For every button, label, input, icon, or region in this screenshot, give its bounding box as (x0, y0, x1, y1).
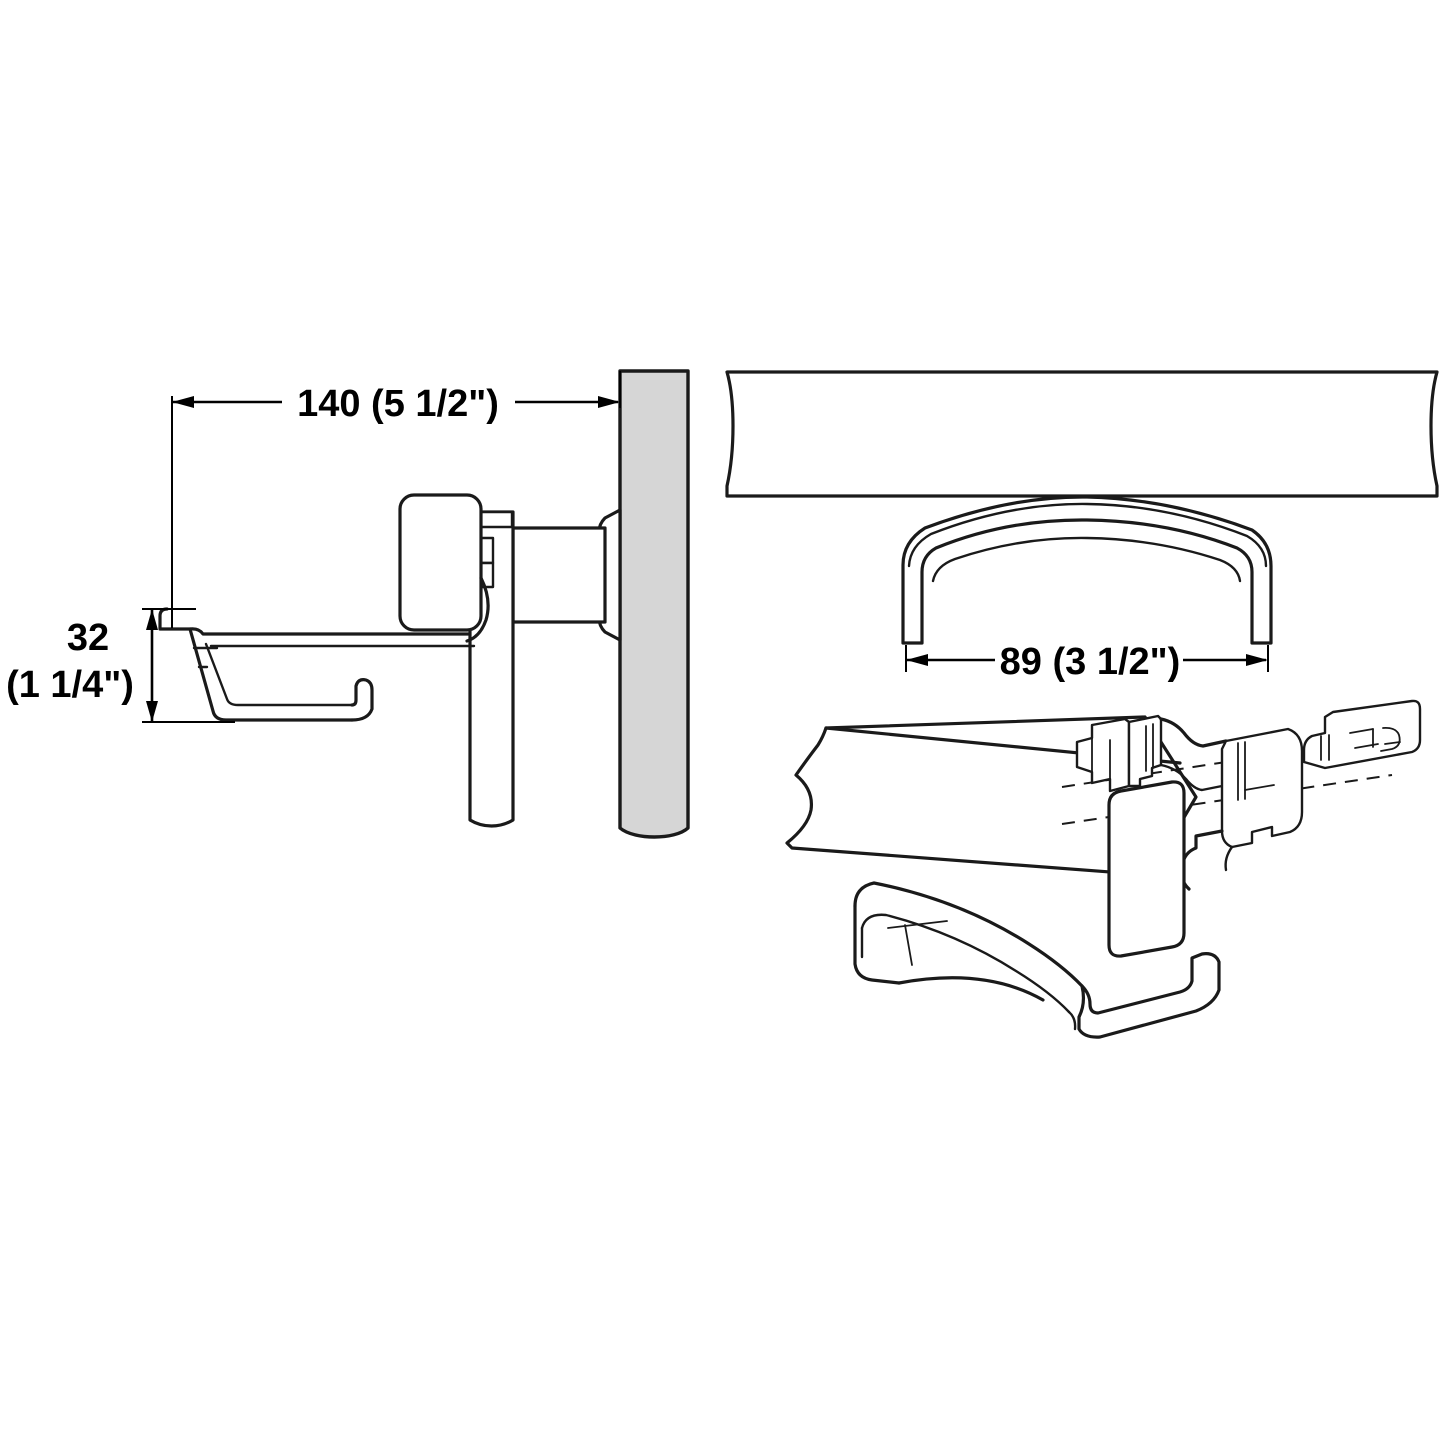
bracket-top-tab (478, 510, 514, 529)
arrowhead-down-icon (146, 701, 158, 722)
arrowhead-right-icon (1246, 654, 1268, 666)
hook-arch-front (901, 495, 1273, 645)
front-elevation-view: 89 (3 1/2") (725, 370, 1439, 683)
dimension-projection-140: 140 (5 1/2") (171, 371, 621, 628)
arrowhead-up-icon (146, 609, 158, 630)
hook-arch-isometric (853, 881, 1084, 1014)
dimension-width-89: 89 (3 1/2") (905, 641, 1269, 683)
clip-spring-arm-left (1127, 714, 1163, 788)
clip-connecting-strap (1159, 717, 1228, 792)
dimension-label-height-imperial: (1 1/4") (6, 664, 134, 706)
dimension-label-projection: 140 (5 1/2") (297, 383, 499, 425)
shelf-front-panel (725, 370, 1439, 498)
isometric-exploded-view (785, 699, 1422, 1039)
arrowhead-right-icon (598, 396, 620, 408)
mount-clip-centre (1220, 727, 1304, 849)
dimension-label-width: 89 (3 1/2") (1000, 641, 1181, 683)
mount-clip-right-exploded (1302, 699, 1422, 770)
dimension-label-height-metric: 32 (67, 617, 109, 659)
hook-tip-isometric (1067, 952, 1221, 1039)
arrowhead-left-icon (172, 396, 194, 408)
bracket-curl (465, 576, 490, 643)
arrowhead-left-icon (906, 654, 928, 666)
side-elevation-view: 140 (5 1/2") 32 (1 1/4") (6, 369, 690, 839)
mount-stem (511, 526, 607, 624)
hook-body-block (398, 493, 483, 632)
dimension-height-32: 32 (1 1/4") (6, 608, 235, 723)
wall-panel-side (618, 369, 690, 839)
mount-plate-isometric (1107, 780, 1186, 958)
